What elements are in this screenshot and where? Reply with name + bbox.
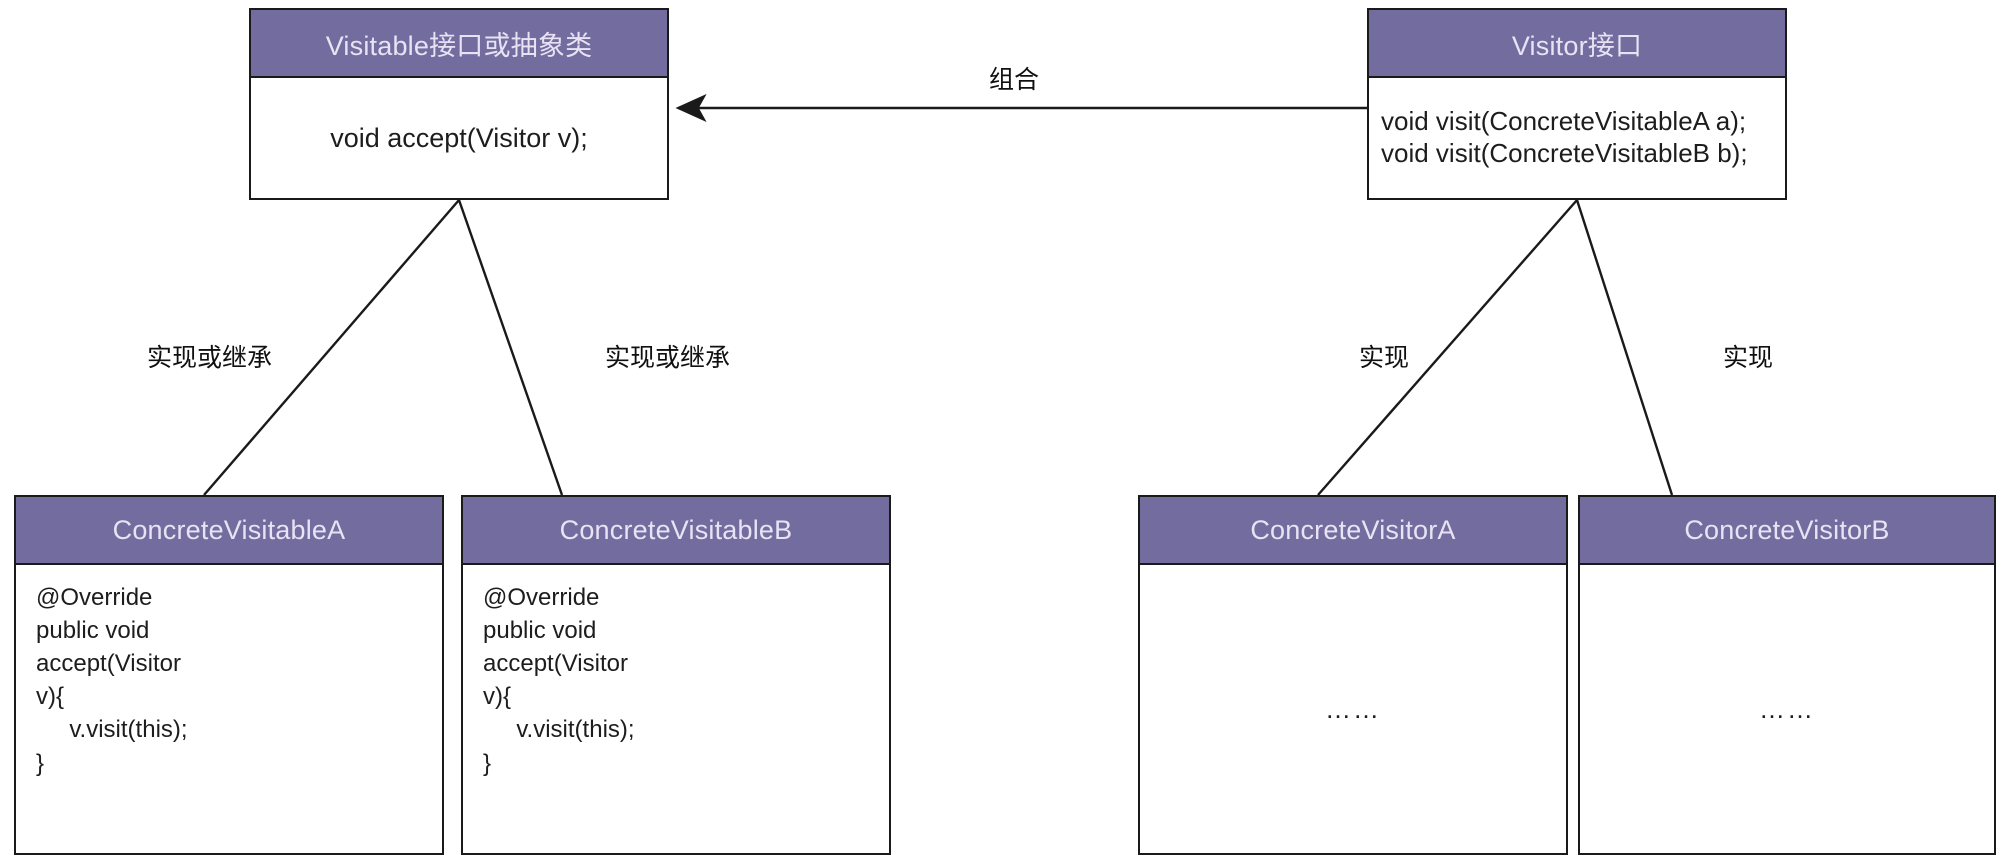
node-concrete-visitor-b-body: ……: [1580, 565, 1994, 853]
visitable-accept-signature: void accept(Visitor v);: [330, 122, 588, 153]
code-line: @Override: [36, 584, 153, 611]
edge-label-visitor-b: 实现: [1723, 344, 1774, 372]
code-line: v.visit(this);: [36, 716, 188, 744]
node-visitable-interface-title: Visitable接口或抽象类: [251, 10, 667, 78]
node-concrete-visitable-b-title: ConcreteVisitableB: [463, 497, 889, 565]
code-line: accept(Visitor: [36, 650, 181, 678]
edge-label-visitor-a: 实现: [1359, 344, 1410, 372]
code-line: v){: [36, 683, 65, 711]
edge-label-visitable-a: 实现或继承: [147, 344, 273, 372]
code-line: v){: [483, 683, 512, 711]
node-concrete-visitor-a-body: ……: [1140, 565, 1566, 853]
code-line: public void: [483, 617, 597, 645]
edge-visitor-b-line: [1575, 199, 1674, 496]
node-concrete-visitor-b[interactable]: ConcreteVisitorB ……: [1578, 495, 1996, 855]
node-concrete-visitable-a[interactable]: ConcreteVisitableA @Override public void…: [14, 495, 444, 855]
code-line: accept(Visitor: [483, 650, 628, 678]
node-concrete-visitable-a-title: ConcreteVisitableA: [16, 497, 442, 565]
code-line: }: [36, 749, 45, 777]
node-concrete-visitable-b-body: @Override public void accept(Visitor v){…: [463, 565, 889, 853]
code-line: }: [483, 749, 492, 777]
edge-visitable-b-line: [457, 199, 564, 496]
visitor-signature-a: void visit(ConcreteVisitableA a);: [1381, 106, 1747, 137]
edge-visitor-a-line: [1317, 199, 1578, 496]
node-concrete-visitor-a[interactable]: ConcreteVisitorA ……: [1138, 495, 1568, 855]
node-visitable-interface[interactable]: Visitable接口或抽象类 void accept(Visitor v);: [249, 8, 669, 200]
code-line: @Override: [483, 584, 600, 611]
code-line: public void: [36, 617, 150, 645]
visitor-a-ellipsis: ……: [1325, 693, 1381, 724]
node-visitable-interface-body: void accept(Visitor v);: [251, 78, 667, 198]
visitor-b-ellipsis: ……: [1759, 693, 1815, 724]
edge-label-composition: 组合: [989, 66, 1040, 94]
node-visitor-interface-body: void visit(ConcreteVisitableA a); void v…: [1369, 78, 1785, 198]
visitor-signature-b: void visit(ConcreteVisitableB b);: [1381, 138, 1748, 168]
code-line: v.visit(this);: [483, 716, 635, 744]
node-concrete-visitable-a-body: @Override public void accept(Visitor v){…: [16, 565, 442, 853]
node-visitor-interface-title: Visitor接口: [1369, 10, 1785, 78]
node-visitor-interface[interactable]: Visitor接口 void visit(ConcreteVisitableA …: [1367, 8, 1787, 200]
edge-label-visitable-b: 实现或继承: [605, 344, 731, 372]
node-concrete-visitor-b-title: ConcreteVisitorB: [1580, 497, 1994, 565]
node-concrete-visitable-b[interactable]: ConcreteVisitableB @Override public void…: [461, 495, 891, 855]
node-concrete-visitor-a-title: ConcreteVisitorA: [1140, 497, 1566, 565]
